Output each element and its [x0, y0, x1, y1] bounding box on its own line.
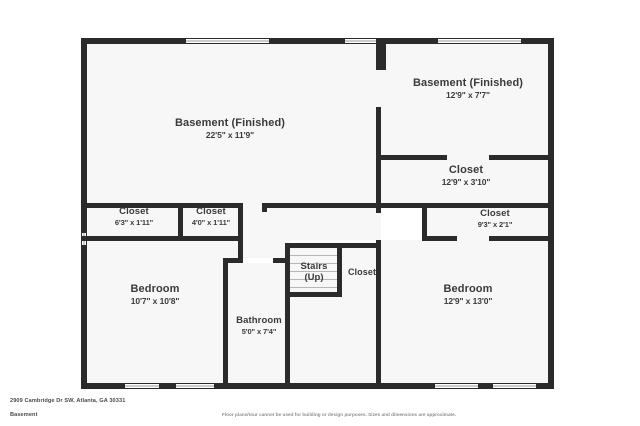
interior-wall-corridor-right	[238, 240, 243, 254]
interior-wall-jamb-bathroom-upper	[238, 254, 243, 260]
door-opening-bathroom	[243, 258, 273, 263]
exterior-wall-bottom-center	[228, 383, 381, 389]
exterior-wall-right	[548, 38, 554, 389]
window-bottom-3	[434, 383, 479, 389]
interior-wall-right-closet-bottom-a	[422, 236, 457, 241]
interior-wall-closet-left-top-b	[183, 203, 243, 208]
interior-wall-stairs-top	[285, 243, 381, 248]
interior-wall-right-closet-bottom-b	[489, 236, 554, 241]
fill-closet-center	[342, 247, 381, 297]
fill-corridor-left	[228, 240, 290, 262]
interior-wall-right-closet-top-a	[381, 155, 447, 160]
interior-wall-closet-left-bottom-b	[178, 236, 243, 241]
fill-mid-gap	[243, 207, 381, 240]
interior-wall-right-closet-lower-left	[422, 203, 427, 240]
footer-level-label: Basement	[10, 412, 38, 418]
fill-closet-left-a	[88, 207, 181, 240]
interior-wall-bathroom-right	[285, 258, 290, 387]
interior-wall-stairs-bottom	[285, 292, 342, 297]
fill-bathroom	[228, 262, 290, 383]
interior-wall-center-stub-left	[262, 203, 267, 212]
interior-wall-stairs-closet-divider	[337, 247, 342, 297]
fill-closet-left-b	[181, 207, 243, 240]
exterior-wall-left	[81, 38, 87, 389]
interior-wall-vertical-right-upper	[376, 38, 381, 70]
window-top-1	[185, 38, 270, 44]
footer-disclaimer: Floor plans/tour cannot be used for buil…	[222, 412, 457, 417]
window-bottom-4	[492, 383, 537, 389]
interior-wall-closet-left-divider	[178, 203, 183, 240]
wall-stub-upper-right-vertical	[381, 38, 386, 70]
interior-wall-left-closet-right-edge	[238, 203, 243, 241]
fill-center-lower	[290, 297, 381, 383]
interior-wall-right-closet-mid	[376, 203, 554, 208]
footer-address: 2909 Cambridge Dr SW, Atlanta, GA 30331	[10, 398, 126, 404]
interior-wall-closet-left-top	[87, 203, 183, 208]
interior-wall-bedroom-right-left-stub	[376, 203, 381, 213]
fill-closet-right-lower	[427, 207, 554, 240]
window-bottom-2	[175, 383, 215, 389]
stair-treads	[290, 248, 337, 292]
window-top-3	[437, 38, 522, 44]
fill-bedroom-right	[381, 240, 554, 383]
interior-wall-bathroom-left	[223, 258, 228, 387]
window-bottom-1	[124, 383, 160, 389]
interior-wall-closet-left-bottom	[81, 236, 178, 241]
interior-wall-right-closet-top-b	[489, 155, 554, 160]
fill-closet-right-upper	[381, 159, 554, 207]
fill-basement-main	[81, 42, 381, 207]
fill-bedroom-left	[81, 240, 228, 383]
fill-basement-upper-right	[381, 42, 554, 159]
interior-wall-center-top	[262, 203, 386, 208]
interior-wall-bedroom-right-left	[376, 240, 381, 387]
interior-wall-jamb-center	[376, 155, 381, 160]
